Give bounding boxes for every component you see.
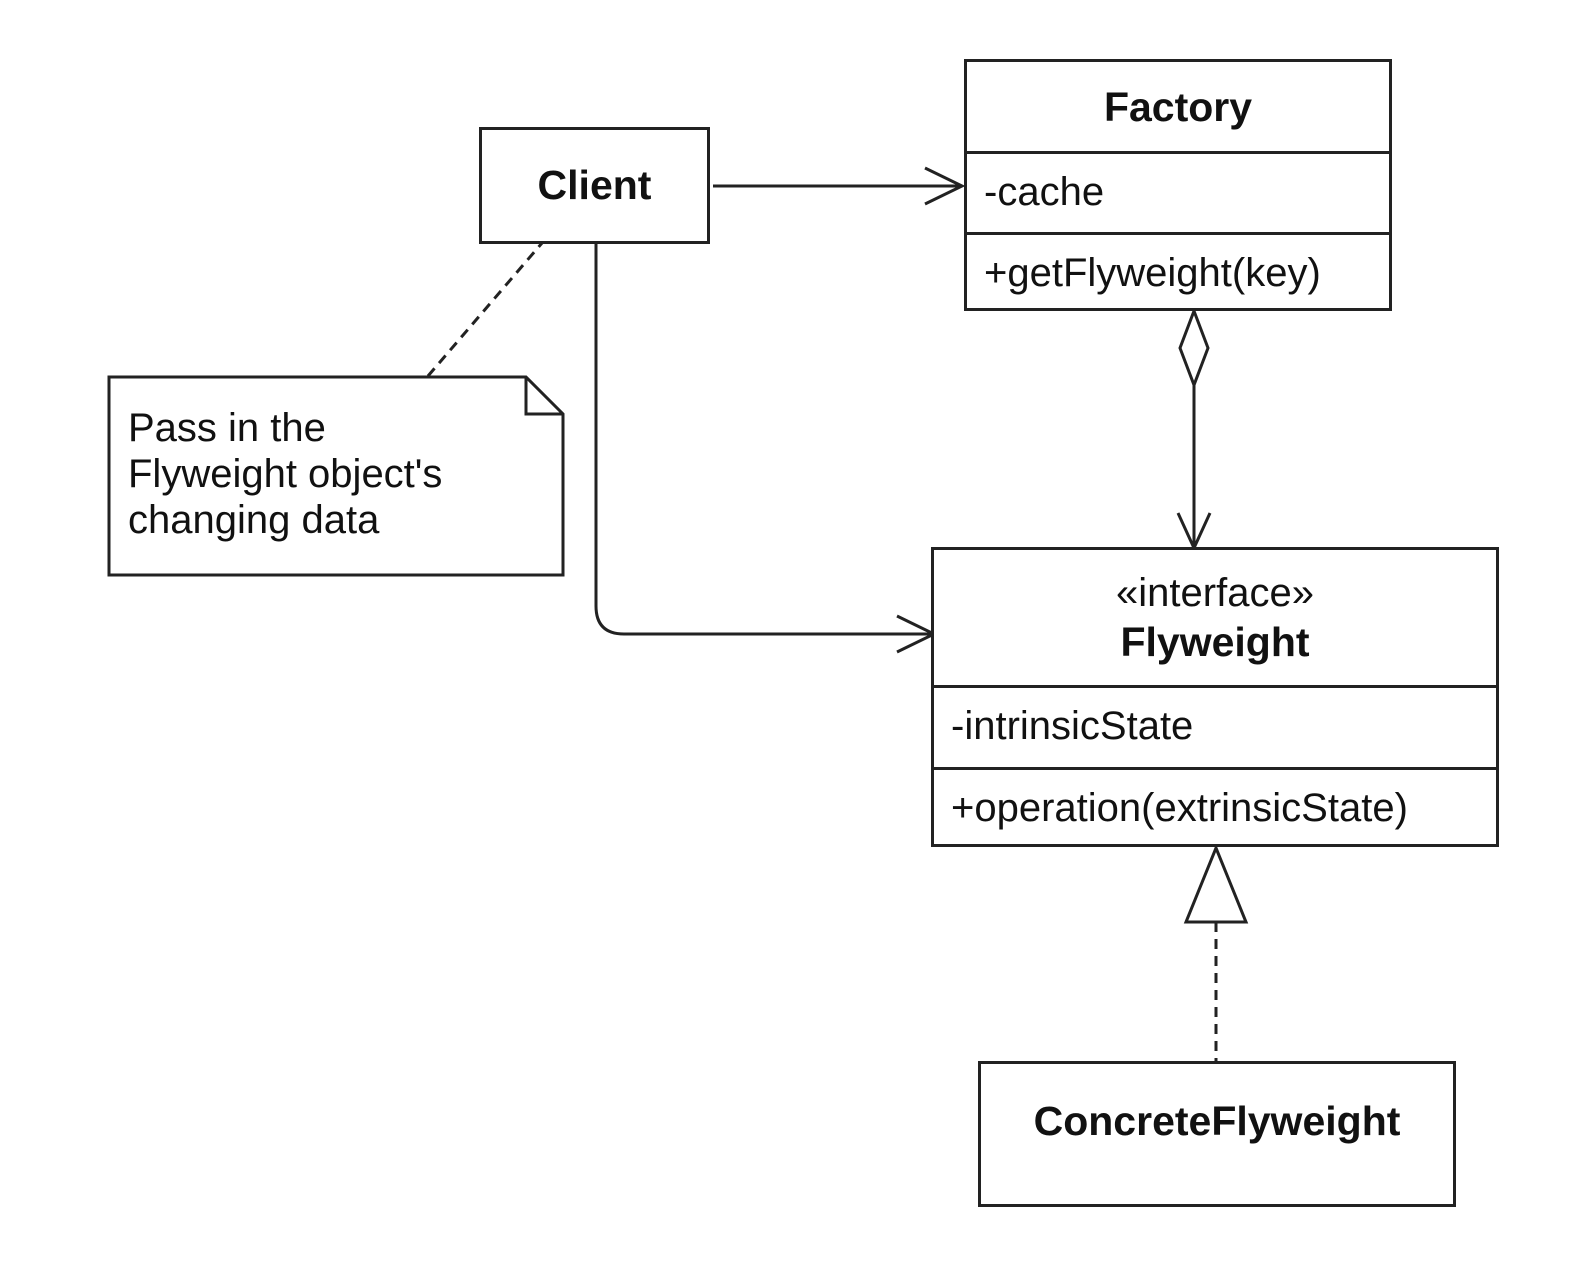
stereotype-label: «interface»	[1116, 571, 1314, 615]
operation-item: +operation(extrinsicState)	[951, 786, 1408, 830]
client-class-name: Client	[537, 162, 652, 208]
note-anchor-line	[426, 242, 544, 377]
factory-class[interactable]: Factory -cache +getFlyweight(key)	[964, 59, 1392, 311]
concrete-flyweight-class[interactable]: ConcreteFlyweight	[978, 1061, 1456, 1207]
flyweight-class-name: Flyweight	[1120, 619, 1310, 665]
attribute-item: -cache	[984, 170, 1105, 214]
flyweight-operations: +operation(extrinsicState)	[934, 767, 1496, 844]
factory-operations: +getFlyweight(key)	[967, 232, 1389, 308]
factory-class-name: Factory	[1103, 84, 1253, 130]
note-line: changing data	[128, 498, 380, 542]
concrete-flyweight-realization	[1183, 844, 1249, 1061]
aggregation-diamond	[1178, 306, 1210, 390]
factory-flyweight-aggregation	[1176, 306, 1212, 552]
note: Pass in the Flyweight object's changing …	[128, 405, 442, 543]
client-factory-association	[713, 166, 966, 206]
flyweight-header: «interface» Flyweight	[934, 550, 1496, 685]
flyweight-interface[interactable]: «interface» Flyweight -intrinsicState +o…	[931, 547, 1499, 847]
concrete-flyweight-class-name: ConcreteFlyweight	[1033, 1098, 1401, 1144]
note-shape	[107, 375, 565, 577]
note-line: Pass in the	[128, 406, 326, 450]
factory-attributes: -cache	[967, 151, 1389, 232]
client-class[interactable]: Client	[479, 127, 710, 244]
client-flyweight-association	[594, 243, 938, 654]
operation-item: +getFlyweight(key)	[984, 251, 1321, 295]
flyweight-attributes: -intrinsicState	[934, 685, 1496, 767]
attribute-item: -intrinsicState	[951, 704, 1194, 748]
realization-triangle	[1183, 844, 1249, 924]
note-line: Flyweight object's	[128, 452, 443, 496]
